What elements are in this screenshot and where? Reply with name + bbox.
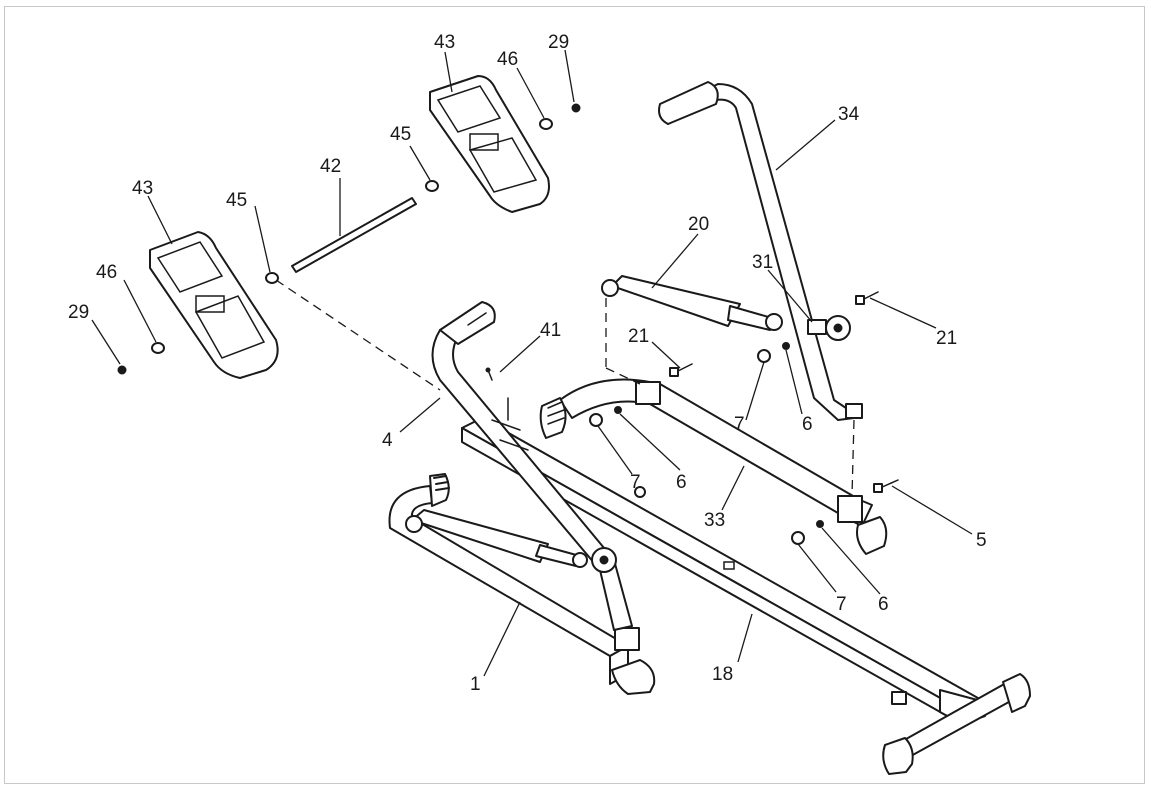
callout-6-washer-rear: 6 [878, 594, 889, 615]
callout-20-cylinder: 20 [688, 214, 709, 235]
handle-4 [431, 301, 633, 631]
callout-45-left-washer: 45 [226, 190, 247, 211]
pedal-43-right [429, 75, 550, 213]
callout-42-axle: 42 [320, 156, 341, 177]
callout-34-handle: 34 [838, 104, 860, 125]
lower-cylinder [405, 509, 588, 568]
callout-4-handle: 4 [382, 430, 393, 451]
callout-46-left-washer: 46 [96, 262, 117, 283]
callout-43-right-pedal: 43 [434, 32, 455, 53]
callout-46-right-washer: 46 [497, 49, 518, 70]
callout-18-main-beam: 18 [712, 664, 733, 685]
cylinder-20 [601, 275, 783, 385]
callout-1-front-frame: 1 [470, 674, 481, 695]
callout-6-washer-upper: 6 [802, 414, 813, 435]
callout-29-right-nut: 29 [548, 32, 569, 53]
hardware [117, 103, 899, 545]
callout-33-cross-tube: 33 [704, 510, 725, 531]
rear-foot [882, 673, 1031, 775]
callout-45-right-washer: 45 [390, 124, 411, 145]
callout-7-nut-rear: 7 [836, 594, 847, 615]
axle-42 [275, 197, 441, 391]
handle-34 [658, 81, 863, 497]
callout-5-bolt: 5 [976, 530, 987, 551]
front-frame-1 [388, 473, 656, 695]
callout-31-knob: 31 [752, 252, 773, 273]
cross-tube-33 [539, 378, 888, 555]
pedal-43-left [149, 231, 279, 379]
callout-6-washer-front: 6 [676, 472, 687, 493]
callout-29-left-nut: 29 [68, 302, 89, 323]
callout-41-pin: 41 [540, 320, 561, 341]
diagram-frame [4, 6, 1145, 784]
callout-21-bolt-front: 21 [628, 326, 649, 347]
callout-21-bolt-rear: 21 [936, 328, 957, 349]
callout-labels: 43 46 29 34 45 42 43 45 20 46 31 29 41 2… [68, 32, 987, 695]
leader-lines [91, 49, 973, 677]
callout-43-left-pedal: 43 [132, 178, 153, 199]
callout-7-nut-upper: 7 [734, 414, 745, 435]
callout-7-nut-front: 7 [630, 472, 641, 493]
